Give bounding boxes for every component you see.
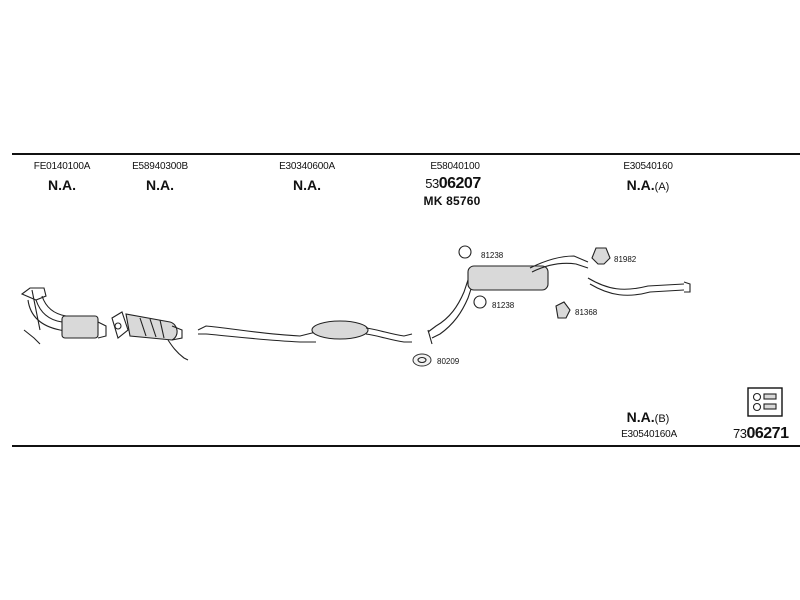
bottom-code: E30540160A xyxy=(621,429,677,440)
center-muffler-illustration xyxy=(197,320,413,343)
col2-status: N.A. xyxy=(146,177,174,193)
catalytic-converter-illustration xyxy=(111,311,189,361)
bottom-rule xyxy=(12,445,800,447)
bottom-status: N.A.(B) xyxy=(626,409,670,425)
front-pipe-illustration xyxy=(20,287,107,345)
col5-code: E30540160 xyxy=(623,161,673,172)
col3-code: E30340600A xyxy=(279,161,335,172)
part-number-81238-b: 81238 xyxy=(492,301,515,310)
col4-code: E58040100 xyxy=(430,161,480,172)
tailpipe-illustration xyxy=(587,277,691,296)
rear-silencer-illustration xyxy=(467,255,589,291)
o-ring-icon xyxy=(458,245,472,259)
col3-status: N.A. xyxy=(293,177,321,193)
rubber-mount-icon xyxy=(555,301,571,319)
part-number-80209: 80209 xyxy=(437,357,460,366)
mounting-kit-icon xyxy=(747,387,783,417)
col1-code: FE0140100A xyxy=(33,161,91,172)
col2-code: E58940300B xyxy=(132,161,188,172)
part-number-81982: 81982 xyxy=(614,255,637,264)
o-ring-icon xyxy=(473,295,487,309)
part-number-81368: 81368 xyxy=(575,308,598,317)
top-rule xyxy=(12,153,800,155)
bottom-ref-number: 7306271 xyxy=(733,425,789,442)
clamp-icon xyxy=(591,247,611,265)
part-number-81238-a: 81238 xyxy=(481,251,504,260)
col4-ref-number: 5306207 xyxy=(425,175,481,192)
gasket-icon xyxy=(412,353,432,367)
col4-mk-number: MK 85760 xyxy=(423,194,481,208)
col1-status: N.A. xyxy=(48,177,76,193)
col5-status: N.A.(A) xyxy=(626,177,670,193)
